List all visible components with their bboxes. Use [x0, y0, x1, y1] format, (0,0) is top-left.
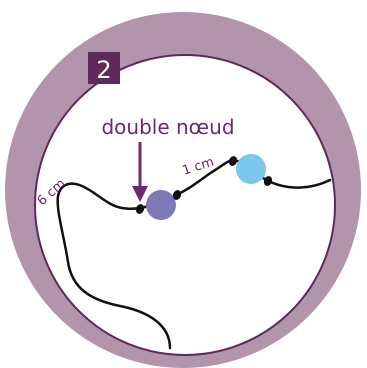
knot [228, 156, 238, 166]
step-number: 2 [96, 56, 111, 84]
bead-light [236, 154, 266, 184]
bead-dark [146, 190, 176, 220]
knot-label: double nœud [101, 115, 234, 139]
knot [135, 204, 145, 214]
knot-arrow-head [132, 186, 148, 202]
inner-disc [34, 54, 336, 356]
knot [263, 176, 273, 186]
knot [172, 190, 182, 200]
step-badge [88, 52, 120, 84]
